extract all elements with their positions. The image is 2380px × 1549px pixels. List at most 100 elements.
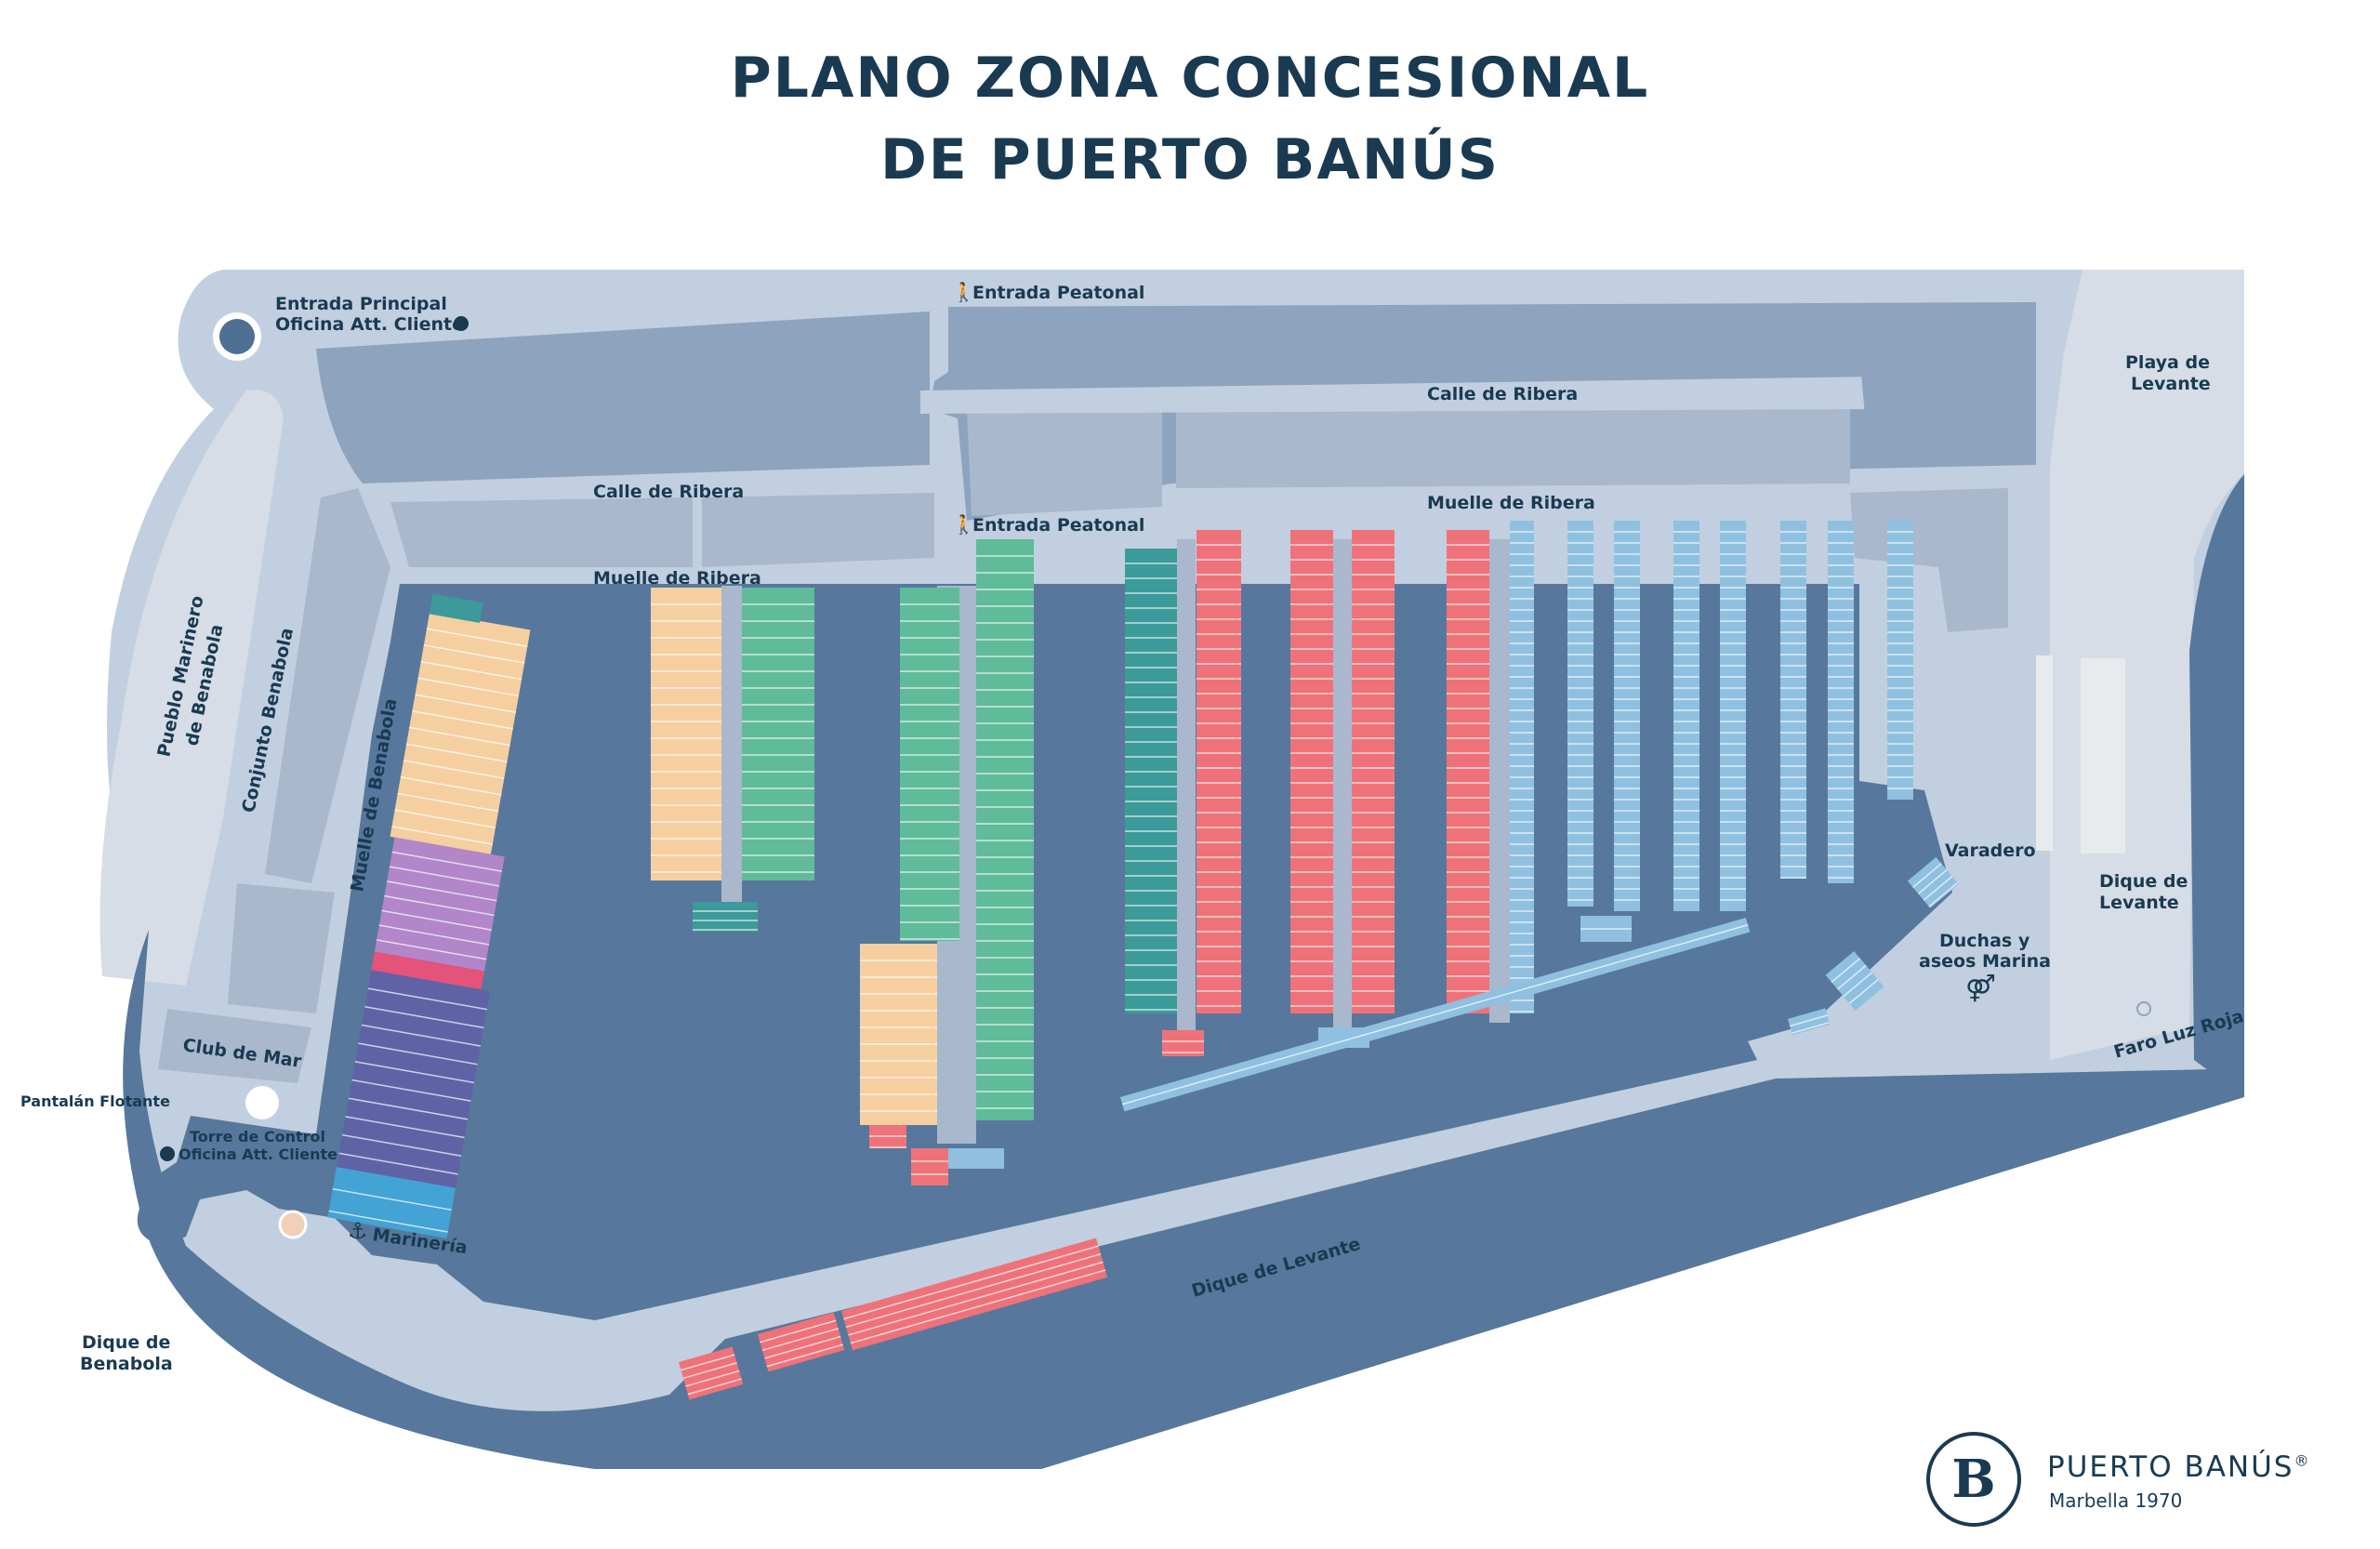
berth-strip-benabola-pink (371, 951, 484, 990)
berth-strip-central-red-1 (1197, 530, 1241, 1013)
berth-strip-pier2-green-fill (900, 588, 959, 941)
berth-divider (681, 1354, 735, 1371)
berth-strip-right-7-fill (1887, 521, 1913, 800)
berth-strip-pier1-teal (693, 902, 758, 932)
berth-strip-pier2-red-b-fill (911, 1148, 948, 1185)
berth-strip-pier1-peach-fill (651, 588, 721, 880)
brand-ring (1926, 1432, 2021, 1527)
berth-divider (685, 1370, 740, 1387)
calle-ribera-road (920, 377, 1878, 414)
upper-block-hole (967, 409, 1162, 516)
info-icon (454, 316, 469, 331)
berth-strip-right-4 (1720, 521, 1746, 911)
berth-strip-central-red-1-fill (1197, 530, 1241, 1013)
label-muelle-ribera-left: Muelle de Ribera (593, 568, 761, 589)
berth-strip-central-red-4-fill (1447, 530, 1489, 1013)
berth-divider (850, 1269, 1106, 1344)
berth-strip-varadero (1907, 856, 1959, 908)
berth-strip-pier2-green-long (976, 539, 1034, 1120)
berth-divider (1843, 972, 1873, 998)
berth-strip-right-foot (1580, 916, 1632, 942)
berth-strip-dique-red-3-fill (840, 1238, 1108, 1351)
pueblo-marinero-area (99, 390, 284, 986)
berth-divider (387, 880, 497, 902)
berth-strip-right-5 (1780, 521, 1806, 879)
berth-strip-central-red-4 (1447, 530, 1489, 1013)
label-dique-benabola-2: Benabola (80, 1354, 173, 1374)
brand-name-text: PUERTO BANÚS (2047, 1450, 2294, 1484)
berth-strip-benabola-purple-fill (374, 837, 505, 972)
middle-block-1 (390, 497, 693, 567)
berth-strip-right-1-fill (1567, 521, 1593, 907)
berth-divider (687, 1378, 742, 1396)
berth-divider (412, 710, 513, 730)
label-entrada-peatonal-mid: Entrada Peatonal (972, 515, 1144, 536)
berth-strip-central-teal-fill (1125, 549, 1177, 1013)
berth-strip-pier1-green-fill (742, 588, 814, 880)
berth-strip-right-3-fill (1673, 521, 1699, 911)
berth-strip-dique-red-1 (679, 1346, 744, 1400)
berth-divider (354, 1061, 475, 1084)
berth-strip-right-2-fill (1614, 521, 1640, 911)
berth-divider (682, 1362, 737, 1380)
playa-strip-1 (2036, 655, 2053, 851)
label-torre-control-1: Torre de Control (190, 1128, 325, 1145)
pedestrian-icon: 🚶 (952, 513, 975, 536)
berth-divider (1790, 1014, 1828, 1027)
pier-1 (721, 586, 742, 902)
water-outer (123, 930, 2245, 1469)
berth-divider (376, 939, 487, 960)
berth-divider (397, 792, 499, 813)
berth-strip-pier2-red-b (911, 1148, 948, 1185)
upper-block-left (316, 311, 930, 483)
berth-divider (361, 1024, 482, 1047)
brand-logo: B PUERTO BANÚS® Marbella 1970 (1926, 1432, 2354, 1534)
berth-divider (338, 1152, 458, 1175)
berth-strip-pier1-peach (651, 588, 721, 880)
berth-strip-dique-lightblue (1120, 918, 1751, 1112)
restroom-icon: ⚤ (1965, 973, 1996, 1003)
berth-strip-right-3 (1673, 521, 1699, 911)
berth-strip-right-4-fill (1720, 521, 1746, 911)
lighthouse-icon (2136, 1001, 2151, 1016)
berth-divider (1831, 958, 1861, 983)
berth-divider (341, 1133, 462, 1157)
info-icon (160, 1146, 175, 1161)
berth-strip-benabola-purple (374, 837, 505, 972)
berth-strip-benabola-indigo-fill (336, 970, 491, 1188)
berth-divider (845, 1253, 1102, 1329)
berth-divider (1792, 1021, 1831, 1035)
berth-divider (1917, 869, 1948, 894)
playa-strip-2 (2081, 658, 2125, 854)
berth-strip-duchas-ramp (1825, 950, 1884, 1012)
berth-divider (391, 851, 503, 872)
title-line-2: DE PUERTO BANÚS (879, 127, 1500, 192)
berth-divider (848, 1261, 1104, 1336)
berth-divider (420, 660, 522, 681)
label-dique-levante-right-2: Levante (2099, 893, 2179, 913)
berth-strip-benabola-blue-fill (327, 1167, 456, 1238)
berth-divider (389, 866, 500, 887)
berth-strip-central-teal (1125, 549, 1177, 1013)
label-dique-benabola-1: Dique de (82, 1332, 170, 1353)
entrance-circle-inner (219, 319, 255, 354)
berth-divider (328, 1210, 448, 1233)
berth-strip-benabola-teal (429, 593, 483, 623)
calle-ribera-top-blocks (1176, 409, 1850, 488)
berth-strip-right-6 (1828, 521, 1854, 883)
marineria-marker (278, 1210, 308, 1239)
pedestrian-icon: 🚶 (952, 281, 975, 303)
label-entrada-peatonal-top: Entrada Peatonal (972, 283, 1144, 303)
berth-strip-central-red-2 (1290, 530, 1333, 1013)
berth-divider (761, 1328, 839, 1352)
berth-strip-central-red-foot (1162, 1030, 1204, 1056)
label-muelle-ribera-right: Muelle de Ribera (1427, 493, 1595, 513)
pier-5 (1489, 539, 1510, 1023)
berth-strip-right-2 (1614, 521, 1640, 911)
berth-strip-right-6-fill (1828, 521, 1854, 883)
label-entrada-principal: Entrada Principal (275, 294, 447, 314)
berth-strip-central-red-2-fill (1290, 530, 1333, 1013)
berth-divider (400, 775, 502, 796)
berth-divider (358, 1042, 478, 1066)
